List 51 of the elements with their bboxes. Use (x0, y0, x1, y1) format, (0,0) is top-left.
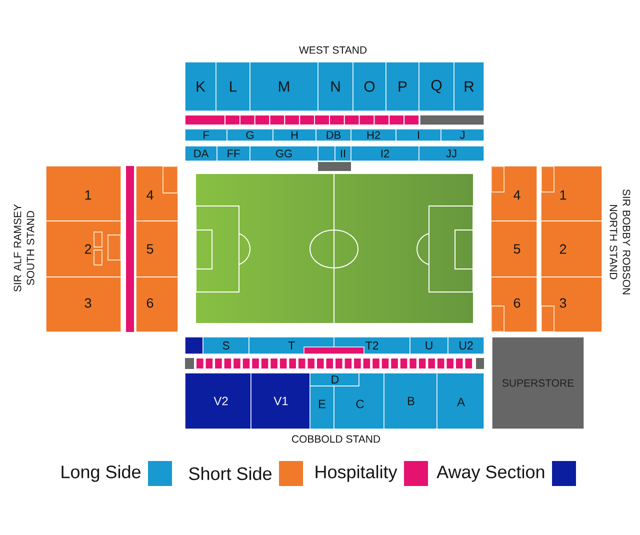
seating-block: S (202, 336, 250, 354)
seating-block: 5 (136, 220, 178, 278)
seating-block: 2 (46, 220, 122, 278)
seating-block: 3 (46, 276, 122, 332)
seating-block: J (440, 128, 484, 142)
seating-block: H2 (350, 128, 396, 142)
store-block: SUPERSTORE (492, 336, 584, 430)
seating-block: K (184, 62, 216, 112)
seating-block (184, 336, 204, 354)
legend-text: Short Side (189, 466, 272, 480)
seating-block: E (310, 386, 334, 430)
seating-block: 4 (136, 166, 178, 222)
seating-block: JJ (418, 146, 484, 162)
seating-block: B (384, 372, 438, 430)
seating-block: 2 (540, 220, 602, 278)
stand-title: WEST STAND (299, 46, 367, 54)
seating-block: D (310, 372, 360, 386)
seating-block: II (334, 146, 352, 162)
seating-block: N (318, 62, 354, 112)
seating-block: O (352, 62, 386, 112)
seating-block: M (250, 62, 318, 112)
seating-block: Q (418, 62, 454, 112)
stand-title: COBBOLD STAND (292, 435, 380, 443)
seating-block: H (272, 128, 316, 142)
seating-block: V2 (184, 372, 252, 430)
seating-block: U (410, 336, 448, 354)
seating-block: 6 (490, 276, 538, 332)
legend-text: Away Section (436, 465, 544, 482)
legend-text: Long Side (62, 465, 140, 482)
legend-text: Hospitality (316, 465, 398, 482)
stand-title: SIR BOBBY ROBSON NORTH STAND (610, 189, 630, 294)
seating-block: P (386, 62, 420, 112)
seating-block: 1 (540, 166, 602, 222)
seating-block: A (436, 372, 484, 430)
seating-block: 6 (136, 276, 178, 332)
seating-block (318, 146, 336, 162)
seating-block: F (184, 128, 228, 142)
seating-block: DA (184, 146, 218, 162)
seating-block: 5 (490, 220, 538, 278)
seating-block: U2 (448, 336, 484, 354)
seating-block: V1 (250, 372, 310, 430)
seating-block: L (216, 62, 250, 112)
seating-block: 4 (490, 166, 538, 222)
seating-block: 3 (540, 276, 602, 332)
seating-block: DB (316, 128, 352, 142)
seating-block: G (226, 128, 274, 142)
seating-block: FF (216, 146, 250, 162)
seating-block: 1 (46, 166, 122, 222)
seating-block: R (454, 62, 484, 112)
stand-title: SIR ALF RAMSEY SOUTH STAND (14, 204, 34, 292)
seating-block: I (396, 128, 442, 142)
